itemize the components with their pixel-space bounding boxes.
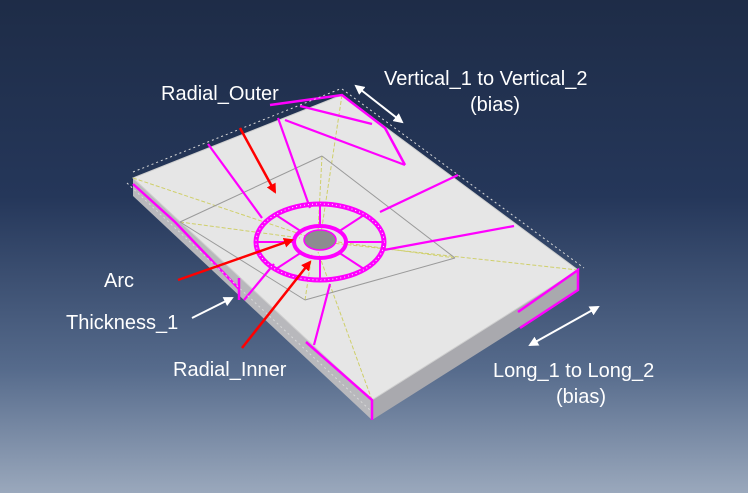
thickness-label: Thickness_1 [66, 312, 179, 334]
vertical-bias-label-line1: Vertical_1 to Vertical_2 [384, 68, 588, 90]
radial-outer-arrow [238, 127, 277, 194]
center-hole [303, 229, 337, 251]
long-bias-label-line1: Long_1 to Long_2 [493, 360, 655, 382]
long-bias-arrow [528, 306, 600, 346]
radial-inner-label: Radial_Inner [173, 359, 287, 381]
radial-spokes [256, 204, 384, 280]
radial-inner-circle [292, 224, 348, 260]
plate-left-side-face [133, 178, 372, 420]
radial-inner-arrow [241, 260, 312, 349]
vertical-bias-label-line2: (bias) [470, 94, 521, 116]
radial-outer-label: Radial_Outer [161, 83, 279, 105]
thickness-arrow [191, 297, 234, 319]
arc-label: Arc [104, 270, 134, 292]
mesh-seed-lines [207, 104, 515, 346]
long-bias-label-line2: (bias) [556, 386, 607, 408]
arc-arrow [177, 237, 294, 282]
vertical-bias-arrow [354, 84, 404, 124]
